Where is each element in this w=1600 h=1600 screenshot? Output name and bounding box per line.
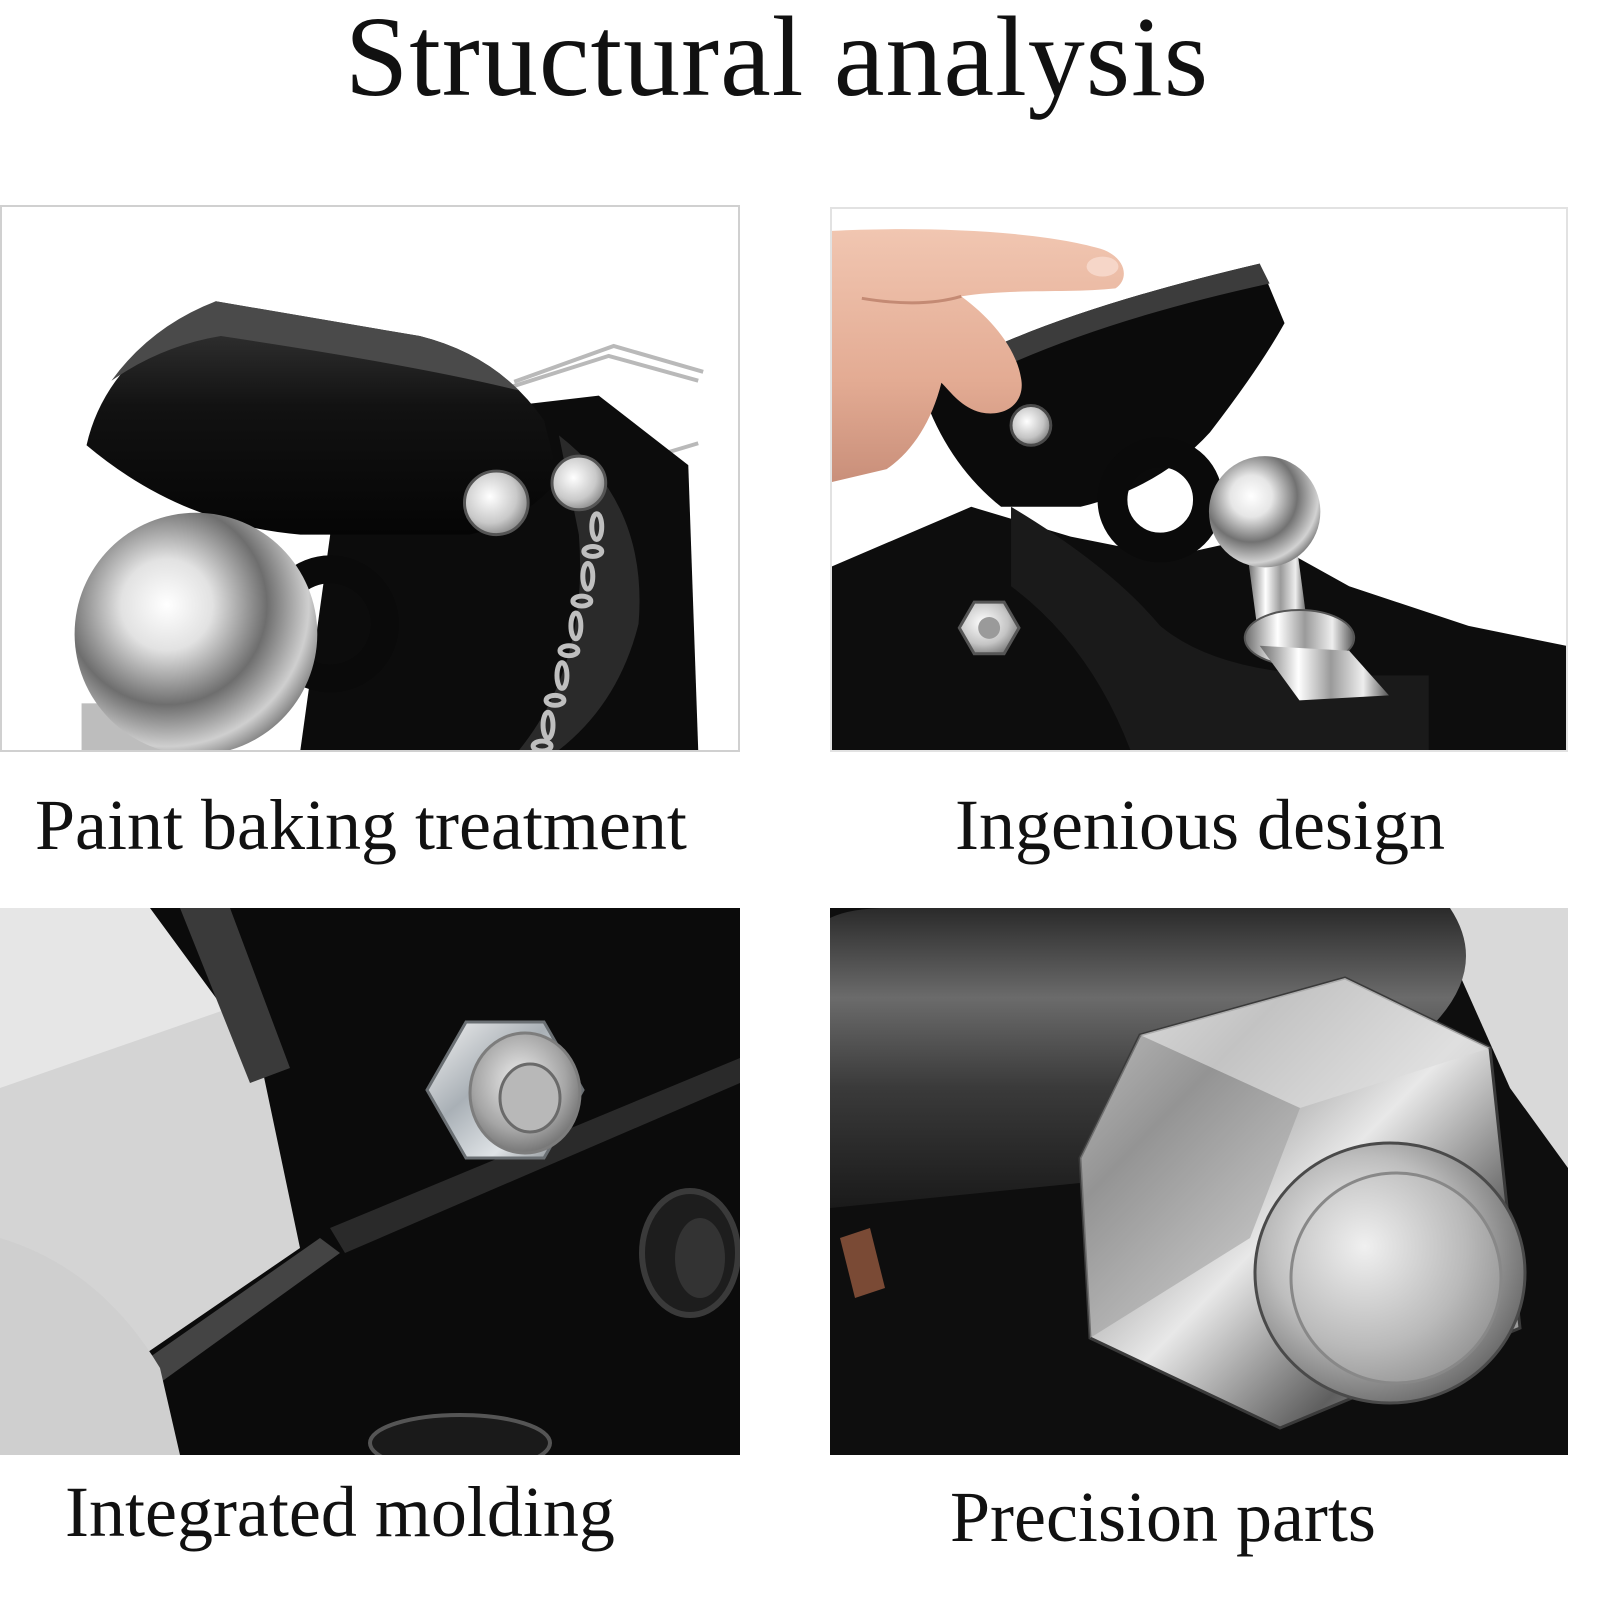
hood-pivot-bolt — [462, 469, 530, 537]
nut-top-facet — [1140, 978, 1490, 1108]
caption-integrated-molding: Integrated molding — [65, 1472, 615, 1552]
background-light — [1430, 908, 1568, 1168]
copper-clip — [840, 1228, 885, 1298]
caption-ingenious-design: Ingenious design — [955, 785, 1445, 865]
photo-hand-lifting-lever — [832, 209, 1566, 750]
nut-cap — [1289, 1171, 1503, 1385]
caption-precision-parts: Precision parts — [950, 1477, 1376, 1557]
photo-cast-body-nut — [0, 908, 740, 1455]
nut-center — [978, 616, 1001, 639]
side-plate-highlight — [519, 435, 640, 750]
page-title: Structural analysis — [344, 0, 1210, 120]
photo-coupler-hood — [2, 207, 738, 750]
photo-panel-precision-parts — [830, 908, 1568, 1455]
casting-ridge — [120, 1238, 340, 1390]
coupler-lever — [926, 263, 1285, 507]
safety-chain — [530, 511, 605, 750]
lever-highlight — [991, 263, 1270, 368]
latch-pin — [550, 454, 608, 512]
casting-edge-highlight — [180, 908, 290, 1083]
hood-highlight — [111, 301, 520, 391]
photo-panel-integrated-molding — [0, 908, 740, 1455]
nut-left-facet — [1080, 1035, 1300, 1338]
ball-shank-lower — [1259, 645, 1389, 701]
chrome-hitch-ball — [1208, 456, 1321, 568]
background-lower — [0, 1238, 180, 1455]
bottom-hole — [368, 1413, 552, 1455]
photo-panel-ingenious-design — [830, 207, 1568, 752]
bolt-end — [498, 1062, 562, 1134]
mounting-hole-inner — [675, 1218, 725, 1298]
fingernail — [1086, 256, 1119, 277]
coupler-ring — [1097, 437, 1223, 563]
finger-crease — [861, 294, 962, 305]
caption-paint-baking: Paint baking treatment — [35, 785, 687, 865]
photo-chrome-hex-nut — [830, 908, 1568, 1455]
hand — [832, 229, 1124, 482]
lever-bolt — [1009, 404, 1053, 447]
chrome-hitch-ball — [74, 512, 318, 750]
background-light — [0, 908, 230, 1088]
photo-panel-paint-baking — [0, 205, 740, 752]
